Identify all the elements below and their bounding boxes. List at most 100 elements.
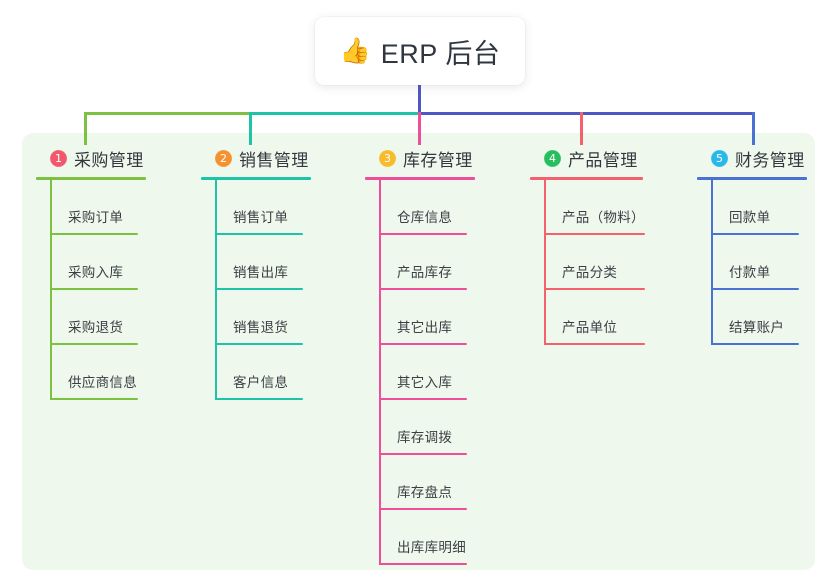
menu-item-rule bbox=[544, 288, 645, 290]
column-header-1[interactable]: 1 采购管理 bbox=[36, 145, 146, 171]
menu-item[interactable]: 仓库信息 bbox=[365, 180, 475, 235]
menu-item-label: 其它出库 bbox=[397, 320, 453, 335]
menu-item-rule bbox=[711, 343, 799, 345]
column-2: 2 销售管理销售订单销售出库销售退货客户信息 bbox=[201, 145, 311, 400]
column-5: 5 财务管理回款单付款单结算账户 bbox=[697, 145, 807, 345]
column-spine-line bbox=[711, 180, 713, 345]
menu-item-rule bbox=[50, 398, 138, 400]
menu-item-label: 采购订单 bbox=[68, 210, 124, 225]
column-spine-line bbox=[215, 180, 217, 400]
menu-item[interactable]: 其它入库 bbox=[365, 345, 475, 400]
root-title-card[interactable]: 👍 ERP 后台 bbox=[315, 17, 525, 85]
menu-item-label: 出库库明细 bbox=[397, 540, 466, 555]
column-4: 4 产品管理产品（物料） 产品分类产品单位 bbox=[530, 145, 645, 345]
column-header-3[interactable]: 3 库存管理 bbox=[365, 145, 475, 171]
menu-item-label: 回款单 bbox=[729, 210, 771, 225]
menu-item-rule bbox=[544, 233, 645, 235]
menu-item-rule bbox=[50, 343, 138, 345]
column-header-rule bbox=[697, 177, 807, 180]
menu-item[interactable]: 采购退货 bbox=[36, 290, 146, 345]
menu-item-label: 供应商信息 bbox=[68, 375, 137, 390]
menu-item-label: 产品分类 bbox=[562, 265, 618, 280]
menu-item-rule bbox=[215, 398, 303, 400]
menu-item-label: 客户信息 bbox=[233, 375, 289, 390]
menu-item-rule bbox=[50, 288, 138, 290]
column-items: 销售订单销售出库销售退货客户信息 bbox=[201, 180, 311, 400]
menu-item-label: 采购退货 bbox=[68, 320, 124, 335]
menu-item[interactable]: 销售出库 bbox=[201, 235, 311, 290]
menu-item-rule bbox=[379, 398, 467, 400]
column-number-badge: 3 bbox=[379, 149, 396, 167]
column-items: 采购订单采购入库采购退货供应商信息 bbox=[36, 180, 146, 400]
column-3: 3 库存管理仓库信息产品库存其它出库其它入库库存调拨库存盘点出库库明细 bbox=[365, 145, 475, 565]
menu-item-rule bbox=[711, 233, 799, 235]
menu-item[interactable]: 销售订单 bbox=[201, 180, 311, 235]
column-header-rule bbox=[201, 177, 311, 180]
column-header-2[interactable]: 2 销售管理 bbox=[201, 145, 311, 171]
menu-item-rule bbox=[544, 343, 645, 345]
menu-item-label: 产品单位 bbox=[562, 320, 618, 335]
column-title: 销售管理 bbox=[239, 150, 309, 170]
column-number-badge: 2 bbox=[215, 149, 232, 167]
menu-item-label: 其它入库 bbox=[397, 375, 453, 390]
column-items: 回款单付款单结算账户 bbox=[697, 180, 807, 345]
menu-item[interactable]: 出库库明细 bbox=[365, 510, 475, 565]
menu-item-label: 付款单 bbox=[729, 265, 771, 280]
column-number-badge: 4 bbox=[544, 149, 561, 167]
menu-item[interactable]: 付款单 bbox=[697, 235, 807, 290]
menu-item-rule bbox=[379, 233, 467, 235]
menu-item[interactable]: 回款单 bbox=[697, 180, 807, 235]
menu-item[interactable]: 结算账户 bbox=[697, 290, 807, 345]
column-number-badge: 1 bbox=[50, 149, 67, 167]
menu-item-label: 库存调拨 bbox=[397, 430, 453, 445]
menu-item[interactable]: 产品（物料） bbox=[530, 180, 645, 235]
menu-item[interactable]: 库存盘点 bbox=[365, 455, 475, 510]
column-spine-line bbox=[379, 180, 381, 565]
column-1: 1 采购管理采购订单采购入库采购退货供应商信息 bbox=[36, 145, 146, 400]
column-items: 产品（物料） 产品分类产品单位 bbox=[530, 180, 645, 345]
menu-item[interactable]: 采购订单 bbox=[36, 180, 146, 235]
column-title: 产品管理 bbox=[568, 150, 638, 170]
menu-item-label: 销售出库 bbox=[233, 265, 289, 280]
menu-item[interactable]: 产品单位 bbox=[530, 290, 645, 345]
column-header-rule bbox=[530, 177, 643, 180]
column-title: 财务管理 bbox=[735, 150, 805, 170]
menu-item-label: 结算账户 bbox=[729, 320, 785, 335]
menu-item[interactable]: 销售退货 bbox=[201, 290, 311, 345]
column-header-5[interactable]: 5 财务管理 bbox=[697, 145, 807, 171]
menu-item[interactable]: 其它出库 bbox=[365, 290, 475, 345]
menu-item-rule bbox=[379, 343, 467, 345]
column-title: 库存管理 bbox=[403, 150, 473, 170]
thumbs-up-icon: 👍 bbox=[339, 36, 371, 65]
menu-item-rule bbox=[215, 233, 303, 235]
menu-item-label: 采购入库 bbox=[68, 265, 124, 280]
menu-item[interactable]: 库存调拨 bbox=[365, 400, 475, 455]
column-items: 仓库信息产品库存其它出库其它入库库存调拨库存盘点出库库明细 bbox=[365, 180, 475, 565]
menu-item-label: 仓库信息 bbox=[397, 210, 453, 225]
column-number-badge: 5 bbox=[711, 149, 728, 167]
menu-item-label: 销售退货 bbox=[233, 320, 289, 335]
menu-item-rule bbox=[50, 233, 138, 235]
root-title-text: ERP 后台 bbox=[380, 38, 501, 69]
menu-item[interactable]: 供应商信息 bbox=[36, 345, 146, 400]
menu-item-label: 产品库存 bbox=[397, 265, 453, 280]
menu-item-label: 产品（物料） bbox=[562, 210, 645, 225]
menu-item-label: 库存盘点 bbox=[397, 485, 453, 500]
menu-item-label: 销售订单 bbox=[233, 210, 289, 225]
menu-item-rule bbox=[215, 343, 303, 345]
menu-item[interactable]: 客户信息 bbox=[201, 345, 311, 400]
menu-item-rule bbox=[215, 288, 303, 290]
menu-item-rule bbox=[379, 508, 467, 510]
menu-item-rule bbox=[379, 563, 467, 565]
column-header-4[interactable]: 4 产品管理 bbox=[530, 145, 643, 171]
diagram-background-panel bbox=[22, 133, 815, 570]
column-header-rule bbox=[36, 177, 146, 180]
column-header-rule bbox=[365, 177, 475, 180]
menu-item-rule bbox=[379, 288, 467, 290]
menu-item[interactable]: 采购入库 bbox=[36, 235, 146, 290]
menu-item-rule bbox=[711, 288, 799, 290]
menu-item[interactable]: 产品分类 bbox=[530, 235, 645, 290]
column-title: 采购管理 bbox=[74, 150, 144, 170]
menu-item[interactable]: 产品库存 bbox=[365, 235, 475, 290]
column-spine-line bbox=[50, 180, 52, 400]
